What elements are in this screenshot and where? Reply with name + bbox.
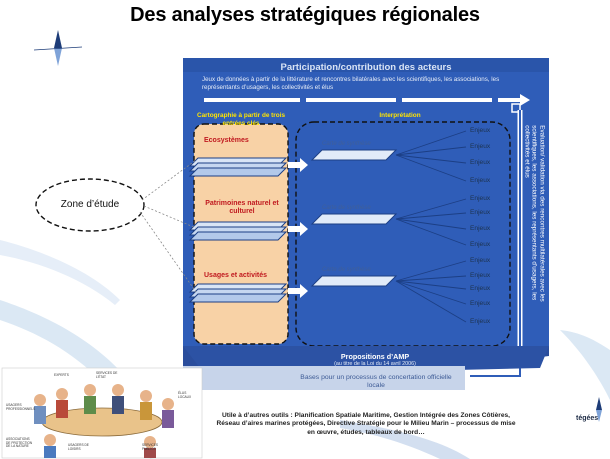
illustration-label: ÉLUS LOCAUX: [178, 391, 192, 399]
category-arrows: [288, 158, 308, 298]
meeting-illustration: [1, 367, 203, 459]
partner-logo-text: tégées: [576, 415, 599, 422]
illustration-label: SERVICES PUBLICS: [142, 443, 159, 451]
enjeu-label: Enjeux: [470, 143, 491, 150]
illustration-label: EXPERTS: [54, 373, 69, 377]
synthesis-map-3: [310, 275, 398, 287]
category-map-stack-3: [188, 283, 288, 303]
flow-bar-arrowhead: [520, 94, 530, 106]
panel-intro-text: Jeux de données à partir de la littératu…: [202, 76, 500, 91]
panel-title: Participation/contribution des acteurs: [280, 62, 452, 73]
vertical-return-arrow-inner: [470, 110, 521, 377]
enjeu-label: Enjeux: [470, 177, 491, 184]
illustration-label: USAGERS DE LOISIRS: [68, 443, 89, 451]
interpretation-title: Interprétation: [379, 112, 421, 119]
validation-vertical-text: Evaluation/ validation via des rencontre…: [523, 125, 546, 302]
category-map-stack-1: [188, 157, 288, 177]
zone-etude-circle: [35, 178, 145, 232]
enjeu-label: Enjeux: [470, 225, 491, 232]
synthesis-label-2: Carte de synthèse: [322, 205, 371, 211]
illustration-label: SERVICES DE L’ÉTAT: [96, 371, 118, 379]
footer-text: Utile à d’autres outils : Planification …: [216, 412, 516, 436]
amp-title: Propositions d’AMP: [340, 352, 410, 361]
category-label-ecosystemes: Ecosystèmes: [204, 137, 249, 144]
enjeu-label: Enjeux: [470, 318, 491, 325]
amp-subtitle: (au titre de la Loi du 14 avril 2006): [334, 361, 416, 367]
bg-swoosh-left2: [0, 240, 120, 305]
flow-bar-3: [402, 98, 492, 102]
slide-title: Des analyses stratégiques régionales: [130, 4, 480, 26]
enjeu-label: Enjeux: [470, 272, 491, 279]
enjeux-fan-2: [395, 198, 467, 246]
flow-bar-4: [498, 98, 520, 102]
enjeux-fan-1: [395, 130, 467, 182]
enjeu-label: Enjeux: [470, 285, 491, 292]
enjeu-label: Enjeux: [470, 257, 491, 264]
compass-logo-icon: [33, 30, 83, 66]
synthesis-map-2: [310, 213, 398, 225]
enjeu-label: Enjeux: [470, 241, 491, 248]
interpretation-box: [295, 121, 511, 347]
enjeu-label: Enjeux: [470, 127, 491, 134]
flow-down-arrow: [511, 103, 521, 113]
bg-swoosh-right: [560, 330, 610, 400]
enjeu-label: Enjeux: [470, 300, 491, 307]
category-map-stack-2: [188, 221, 288, 241]
zone-etude-label: Zone d’étude: [60, 199, 120, 210]
flow-bar-1: [204, 98, 300, 102]
category-label-usages: Usages et activités: [204, 272, 268, 279]
bg-swoosh-bottom: [340, 420, 470, 459]
enjeu-label: Enjeux: [470, 195, 491, 202]
enjeu-label: Enjeux: [470, 209, 491, 216]
synthesis-label-1: Carte de synthèse: [322, 141, 371, 147]
category-label-patrimoines: Patrimoines naturel et culturel: [205, 200, 279, 215]
panel-title-bar: [183, 58, 549, 72]
illustration-label: ASSOCIATIONS DE PROTECTION DE LA NATURE: [6, 437, 33, 449]
amp-arrow: [183, 346, 549, 372]
enjeux-fan-3: [395, 260, 467, 323]
bases-text: Bases pour un processus de concertation …: [300, 374, 452, 389]
zone-connector-lines: [139, 159, 197, 293]
illustration-label: USAGERS PROFESSIONNELS: [6, 403, 36, 411]
flow-bar-2: [306, 98, 396, 102]
cartography-title: Cartographie à partir de trois entrées c…: [196, 112, 286, 127]
bases-box: [183, 366, 465, 390]
enjeu-label: Enjeux: [470, 159, 491, 166]
synthesis-label-3: Carte de synthèse: [322, 267, 371, 273]
right-compass-logo-icon: [596, 397, 602, 422]
synthesis-map-1: [310, 149, 398, 161]
